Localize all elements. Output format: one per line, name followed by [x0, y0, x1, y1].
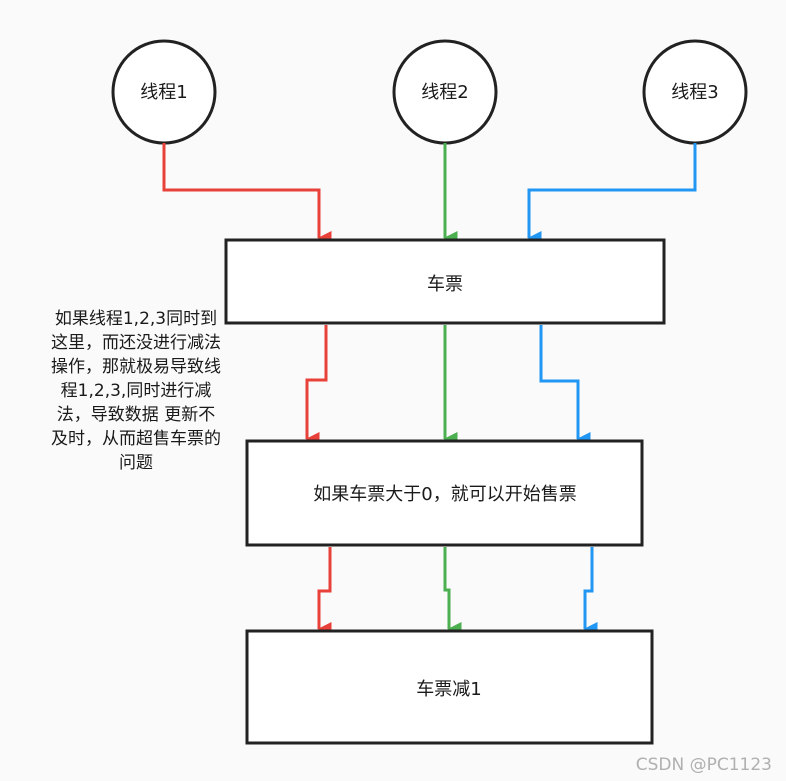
connector-check-decrement-green — [443, 547, 462, 636]
check-box-label: 如果车票大于0，就可以开始售票 — [313, 484, 576, 505]
note-line: 操作，那就极易导致线 — [51, 357, 221, 377]
check-box: 如果车票大于0，就可以开始售票 — [245, 439, 644, 547]
connector-ticket-check-blue — [539, 325, 591, 446]
connector-thread1-ticket — [162, 143, 332, 245]
ticket-box-label: 车票 — [427, 274, 463, 295]
ticket-box: 车票 — [224, 238, 666, 325]
connector-check-decrement-blue — [583, 547, 598, 636]
note-line: 这里，而还没进行减法 — [51, 333, 221, 353]
thread-node-3: 线程3 — [642, 39, 748, 145]
race-condition-note: 如果线程1,2,3同时到 这里，而还没进行减法 操作，那就极易导致线 程1,2,… — [28, 307, 244, 475]
note-line: 如果线程1,2,3同时到 — [54, 309, 218, 329]
note-line: 法，导致数据 更新不 — [56, 405, 216, 425]
thread-node-1: 线程1 — [111, 39, 217, 145]
watermark: CSDN @PC1123 — [635, 755, 772, 775]
thread-node-2: 线程2 — [392, 39, 498, 145]
connector-ticket-check-red — [305, 325, 328, 446]
thread-label-3: 线程3 — [671, 82, 718, 103]
note-line: 及时，从而超售车票的 — [51, 429, 221, 449]
thread-label-2: 线程2 — [421, 82, 468, 103]
connector-thread3-ticket — [527, 143, 697, 245]
connector-check-decrement-red — [317, 547, 332, 636]
decrement-box: 车票减1 — [245, 629, 654, 745]
decrement-box-label: 车票减1 — [416, 679, 481, 700]
note-line: 问题 — [119, 453, 153, 473]
note-line: 程1,2,3,同时进行减 — [60, 381, 212, 401]
thread-label-1: 线程1 — [140, 82, 187, 103]
